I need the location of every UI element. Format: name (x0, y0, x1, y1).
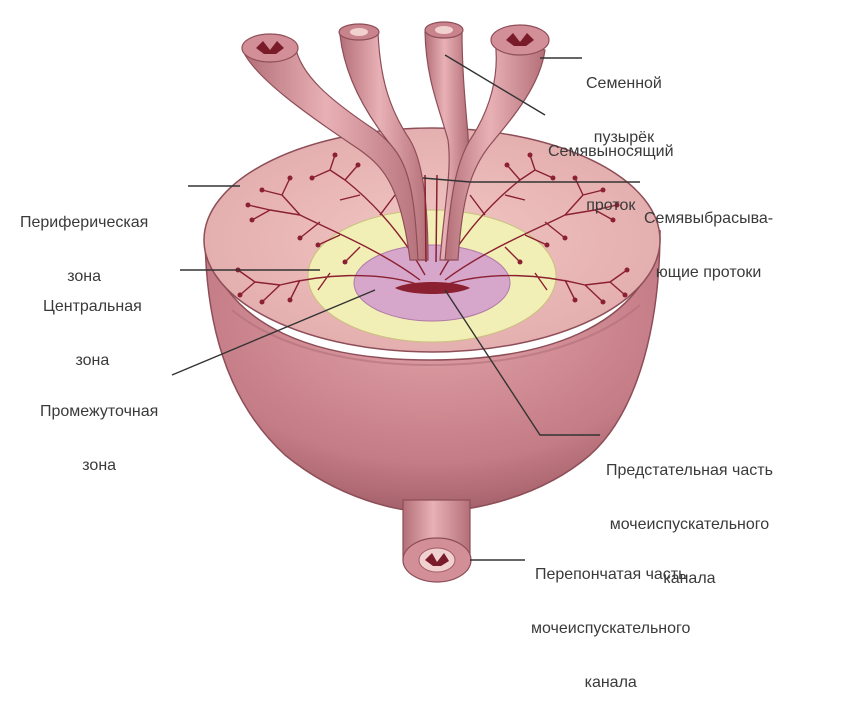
label-vas-deferens: Семявыносящий проток (548, 107, 674, 233)
leader-vas-deferens (444, 54, 546, 116)
label-seminal-vesicle: Семенной пузырёк (586, 39, 662, 165)
leader-lines (171, 54, 640, 561)
label-ejaculatory-ducts-line-1: Семявыбрасыва- (644, 210, 774, 227)
label-vas-deferens-line-1: Семявыносящий (548, 143, 674, 160)
label-transition-zone-line-1: Промежуточная (40, 403, 159, 420)
label-ejaculatory-ducts-line-2: ющие протоки (655, 264, 762, 281)
label-transition-zone-line-2: зона (82, 457, 117, 474)
seminal-tubes (241, 21, 550, 263)
prostate-body (204, 229, 661, 513)
label-prostatic-urethra-line-2: мочеиспускательного (609, 516, 770, 533)
label-peripheral-zone-line-2: зона (67, 268, 102, 285)
label-central-zone: Центральная зона (43, 262, 142, 388)
label-membranous-urethra-line-2: мочеиспускательного (531, 620, 691, 637)
prostate-illustration (171, 21, 661, 583)
membranous-urethra-tube (402, 499, 472, 583)
label-peripheral-zone: Периферическая зона (20, 178, 148, 304)
label-membranous-urethra-line-3: канала (584, 674, 637, 691)
leader-prostatic-urethra (444, 289, 600, 436)
leader-transition-zone (171, 289, 376, 376)
label-prostatic-urethra-line-1: Предстательная часть (606, 462, 773, 479)
label-central-zone-line-1: Центральная (43, 298, 142, 315)
prostate-cut-surface (203, 127, 661, 353)
prostatic-ducts (237, 154, 628, 303)
label-central-zone-line-2: зона (75, 352, 110, 369)
label-seminal-vesicle-line-1: Семенной (586, 75, 662, 92)
label-membranous-urethra: Перепончатая часть мочеиспускательного к… (531, 530, 690, 710)
label-vas-deferens-line-2: проток (586, 197, 636, 214)
label-prostatic-urethra-line-3: канала (663, 570, 716, 587)
duct-end-dots (235, 152, 630, 305)
label-membranous-urethra-line-1: Перепончатая часть (534, 566, 687, 583)
label-transition-zone: Промежуточная зона (40, 367, 158, 493)
leader-ejaculatory-ducts (422, 177, 640, 183)
label-ejaculatory-ducts: Семявыбрасыва- ющие протоки (644, 174, 773, 300)
label-prostatic-urethra: Предстательная часть мочеиспускательного… (606, 426, 773, 606)
label-peripheral-zone-line-1: Периферическая (20, 214, 149, 231)
label-seminal-vesicle-line-2: пузырёк (593, 129, 655, 146)
prostate-diagram: Семенной пузырёк Семявыносящий проток Се… (20, 21, 773, 691)
